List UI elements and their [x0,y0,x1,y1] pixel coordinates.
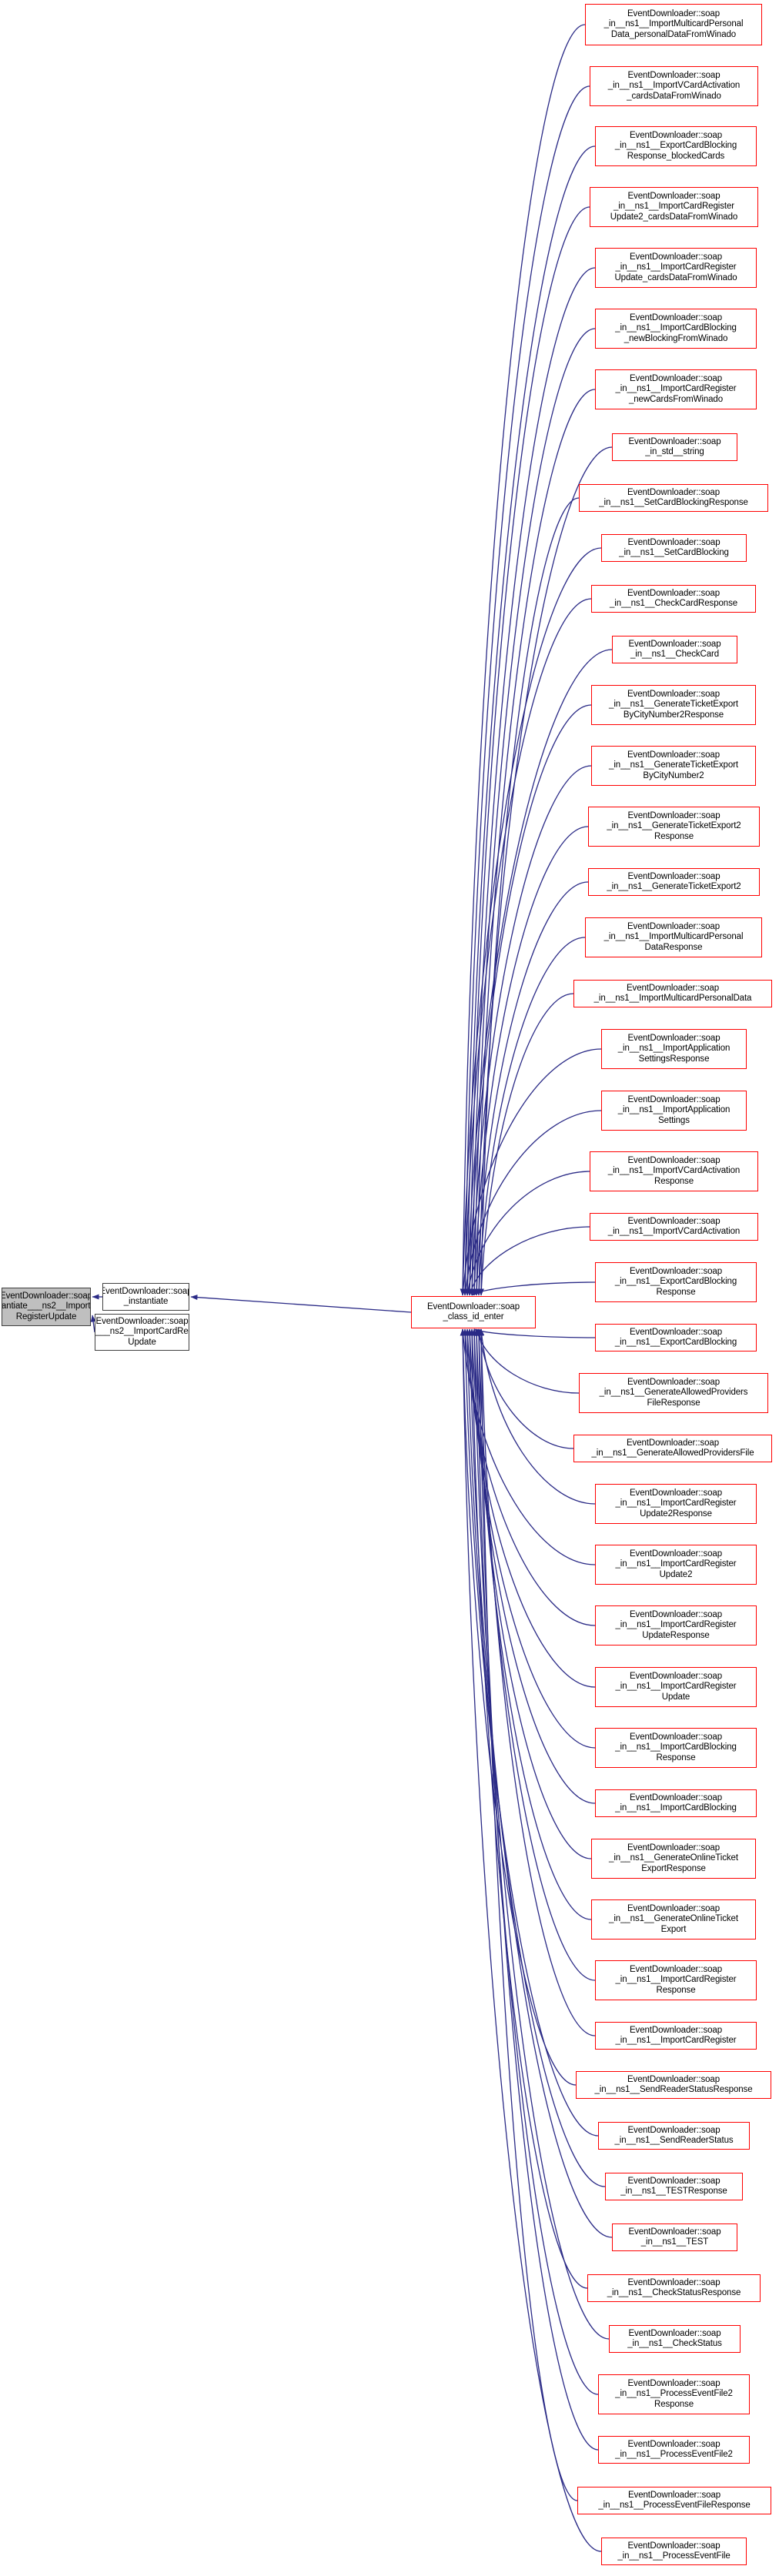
caller-node-eventdownloader-soap-in-ns1-importapplication-settings[interactable]: EventDownloader::soap _in__ns1__ImportAp… [601,1091,747,1131]
caller-node-eventdownloader-soap-in-ns1-generateonlineticket-exportresponse[interactable]: EventDownloader::soap _in__ns1__Generate… [591,1839,756,1879]
call-edge [464,145,596,1296]
caller-node-eventdownloader-soap-in-ns1-processeventfile[interactable]: EventDownloader::soap _in__ns1__ProcessE… [601,2538,747,2565]
call-edge [471,1328,610,2340]
call-edge [469,1328,588,2289]
caller-node-eventdownloader-soap-new-ns2-importcardregister-update[interactable]: EventDownloader::soap _new___ns2__Import… [95,1314,189,1351]
call-edge [466,206,590,1296]
call-edge [476,1328,574,1449]
call-edge [476,1328,599,2451]
caller-node-eventdownloader-soap-in-ns1-generateticketexport2[interactable]: EventDownloader::soap _in__ns1__Generate… [588,868,760,896]
caller-node-eventdownloader-soap-in-ns1-importcardregister-update2response[interactable]: EventDownloader::soap _in__ns1__ImportCa… [595,1484,757,1524]
call-edge [476,1328,596,1981]
call-edge [460,1048,602,1296]
caller-node-eventdownloader-soap-in-ns1-generateallowedprovidersfile[interactable]: EventDownloader::soap _in__ns1__Generate… [573,1435,772,1462]
caller-node-eventdownloader-soap-in-ns1-generateticketexport-bycitynumber2[interactable]: EventDownloader::soap _in__ns1__Generate… [591,746,756,786]
call-edge [471,328,596,1296]
caller-node-eventdownloader-soap-in-ns1-importcardregister-newcardsfromwinado[interactable]: EventDownloader::soap _in__ns1__ImportCa… [595,369,757,409]
call-edge [473,1328,592,1920]
caller-node-eventdownloader-soap-in-ns1-checkcardresponse[interactable]: EventDownloader::soap _in__ns1__CheckCar… [591,585,756,613]
call-edge [465,1171,590,1296]
caller-node-eventdownloader-soap-in-ns1-importmulticardpersonal-dataresponse[interactable]: EventDownloader::soap _in__ns1__ImportMu… [585,917,762,957]
call-edge [479,1328,596,1505]
caller-node-eventdownloader-soap-in-ns1-setcardblocking[interactable]: EventDownloader::soap _in__ns1__SetCardB… [601,534,747,562]
caller-node-eventdownloader-soap-in-ns1-importmulticardpersonaldata[interactable]: EventDownloader::soap _in__ns1__ImportMu… [573,980,772,1007]
call-edge [460,1328,577,2086]
caller-node-eventdownloader-soap-in-ns1-importmulticardpersonal-data-personaldataf[interactable]: EventDownloader::soap _in__ns1__ImportMu… [585,4,762,45]
caller-node-eventdownloader-soap-in-ns1-setcardblockingresponse[interactable]: EventDownloader::soap _in__ns1__SetCardB… [579,484,768,512]
caller-node-eventdownloader-soap-in-ns1-checkcard[interactable]: EventDownloader::soap _in__ns1__CheckCar… [612,636,737,663]
caller-node-eventdownloader-soap-in-ns1-exportcardblocking-response-blockedcards[interactable]: EventDownloader::soap _in__ns1__ExportCa… [595,126,757,166]
caller-node-eventdownloader-soap-in-ns1-importvcardactivation-response[interactable]: EventDownloader::soap _in__ns1__ImportVC… [590,1151,758,1191]
caller-node-eventdownloader-soap-in-ns1-importvcardactivation-cardsdatafromwinado[interactable]: EventDownloader::soap _in__ns1__ImportVC… [590,66,758,106]
call-edge [473,389,596,1296]
call-edge [466,1328,596,1749]
caller-node-eventdownloader-soap-in-ns1-checkstatus[interactable]: EventDownloader::soap _in__ns1__CheckSta… [609,2325,741,2353]
call-edge [478,1328,578,2501]
call-edge [471,1328,592,1859]
call-edge [476,937,586,1296]
call-edge [475,1328,580,1394]
call-edge [190,1295,412,1313]
caller-node-eventdownloader-soap-in-ns1-generateonlineticket-export[interactable]: EventDownloader::soap _in__ns1__Generate… [591,1899,756,1940]
call-edge [464,1328,596,1688]
caller-node-eventdownloader-soap-in-ns1-exportcardblocking-response[interactable]: EventDownloader::soap _in__ns1__ExportCa… [595,1262,757,1302]
caller-node-eventdownloader-soap-in-ns1-processeventfile2-response[interactable]: EventDownloader::soap _in__ns1__ProcessE… [598,2374,750,2414]
caller-node-eventdownloader-soap-in-ns1-generateticketexport-bycitynumber2response[interactable]: EventDownloader::soap _in__ns1__Generate… [591,685,756,725]
call-edge [460,1328,602,2552]
caller-node-eventdownloader-soap-in-ns1-importcardregister-update[interactable]: EventDownloader::soap _in__ns1__ImportCa… [595,1667,757,1707]
caller-node-eventdownloader-soap-in-ns1-importapplication-settingsresponse[interactable]: EventDownloader::soap _in__ns1__ImportAp… [601,1029,747,1069]
caller-node-eventdownloader-soap-in-ns1-exportcardblocking[interactable]: EventDownloader::soap _in__ns1__ExportCa… [595,1324,757,1351]
caller-node-eventdownloader-soap-in-ns1-generateticketexport2-response[interactable]: EventDownloader::soap _in__ns1__Generate… [588,807,760,847]
caller-node-eventdownloader-soap-in-ns1-checkstatusresponse[interactable]: EventDownloader::soap _in__ns1__CheckSta… [587,2274,761,2302]
caller-node-eventdownloader-soap-in-ns1-importcardblocking-response[interactable]: EventDownloader::soap _in__ns1__ImportCa… [595,1728,757,1768]
call-edge [466,1328,613,2238]
call-edge [463,1110,602,1296]
caller-node-eventdownloader-soap-in-ns1-sendreaderstatusresponse[interactable]: EventDownloader::soap _in__ns1__SendRead… [576,2071,771,2099]
caller-node-eventdownloader-soap-in-ns1-importcardblocking-newblockingfromwinado[interactable]: EventDownloader::soap _in__ns1__ImportCa… [595,309,757,349]
caller-node-eventdownloader-soap-in-ns1-sendreaderstatus[interactable]: EventDownloader::soap _in__ns1__SendRead… [598,2122,750,2150]
caller-node-eventdownloader-soap-instantiate[interactable]: EventDownloader::soap _instantiate [102,1283,189,1311]
call-edge [478,993,574,1296]
call-edge [473,1328,599,2395]
call-edge [469,267,596,1296]
call-edge [473,881,589,1296]
call-edge [462,85,590,1296]
call-edge [463,1328,596,1626]
caller-node-eventdownloader-soap-in-ns1-test[interactable]: EventDownloader::soap _in__ns1__TEST [612,2224,737,2251]
caller-node-eventdownloader-soap-in-ns1-importcardregister[interactable]: EventDownloader::soap _in__ns1__ImportCa… [595,2022,757,2050]
call-edge [462,598,592,1296]
caller-node-eventdownloader-soap-instantiate-ns2-importcard-registerupdate[interactable]: EventDownloader::soap _instantiate___ns2… [2,1288,91,1326]
call-edge [460,547,602,1296]
call-edge [473,1328,596,1338]
caller-node-eventdownloader-soap-in-std-string[interactable]: EventDownloader::soap _in_std__string [612,433,737,461]
caller-node-eventdownloader-soap-in-ns1-importcardregister-update-cardsdatafromwin[interactable]: EventDownloader::soap _in__ns1__ImportCa… [595,248,757,288]
caller-node-eventdownloader-soap-in-ns1-processeventfileresponse[interactable]: EventDownloader::soap _in__ns1__ProcessE… [577,2487,771,2514]
caller-node-eventdownloader-soap-in-ns1-importcardregister-updateresponse[interactable]: EventDownloader::soap _in__ns1__ImportCa… [595,1605,757,1645]
call-edge [471,826,589,1296]
call-edge [471,1281,596,1296]
call-edge [469,1328,596,1804]
caller-node-eventdownloader-soap-in-ns1-processeventfile2[interactable]: EventDownloader::soap _in__ns1__ProcessE… [598,2436,750,2464]
caller-node-eventdownloader-soap-in-ns1-importvcardactivation[interactable]: EventDownloader::soap _in__ns1__ImportVC… [590,1213,758,1241]
call-edge [464,649,613,1296]
caller-node-eventdownloader-soap-in-ns1-importcardblocking[interactable]: EventDownloader::soap _in__ns1__ImportCa… [595,1789,757,1817]
call-edge [468,1226,590,1296]
call-edge [460,24,586,1296]
caller-node-eventdownloader-soap-in-ns1-importcardregister-update2-cardsdatafromwi[interactable]: EventDownloader::soap _in__ns1__ImportCa… [590,187,758,227]
caller-node-eventdownloader-soap-in-ns1-importcardregister-response[interactable]: EventDownloader::soap _in__ns1__ImportCa… [595,1960,757,2000]
focus-node-eventdownloader-soap-class-id-enter[interactable]: EventDownloader::soap _class_id_enter [411,1296,536,1328]
caller-node-eventdownloader-soap-in-ns1-generateallowedproviders-fileresponse[interactable]: EventDownloader::soap _in__ns1__Generate… [579,1373,768,1413]
call-edge [478,497,580,1296]
call-edge [469,765,592,1296]
caller-node-eventdownloader-soap-in-ns1-testresponse[interactable]: EventDownloader::soap _in__ns1__TESTResp… [605,2173,743,2200]
caller-node-eventdownloader-soap-in-ns1-importcardregister-update2[interactable]: EventDownloader::soap _in__ns1__ImportCa… [595,1545,757,1585]
